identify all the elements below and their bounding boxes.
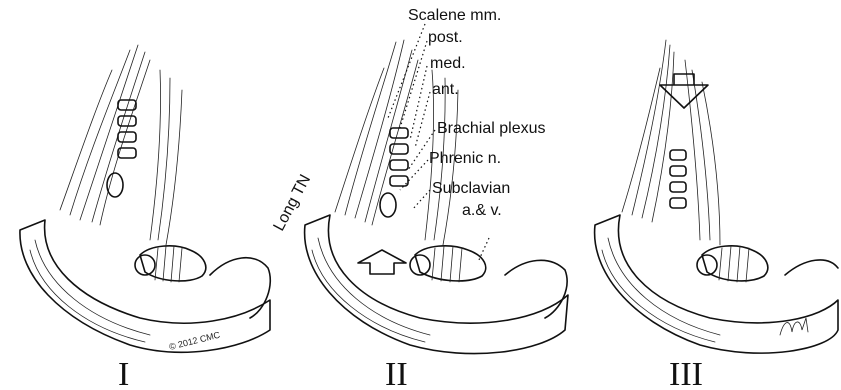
panel-label-3: III <box>669 356 703 390</box>
panel-label-1: I <box>118 356 129 390</box>
label-subclavian: Subclavian <box>432 180 510 197</box>
label-scalene-mm: Scalene mm. <box>408 7 501 24</box>
label-med: med. <box>430 55 466 72</box>
panel-label-2: II <box>385 356 408 390</box>
label-ant: ant. <box>432 81 459 98</box>
panel-1-drawing <box>20 45 270 352</box>
panel-3-drawing <box>595 40 838 353</box>
label-brachial-plexus: Brachial plexus <box>437 120 546 137</box>
copyright-note: © 2012 CMC <box>168 330 222 352</box>
label-post: post. <box>428 29 463 46</box>
up-arrow-icon <box>358 250 406 274</box>
label-phrenic-n: Phrenic n. <box>429 150 501 167</box>
label-a-and-v: a.& v. <box>462 202 502 219</box>
